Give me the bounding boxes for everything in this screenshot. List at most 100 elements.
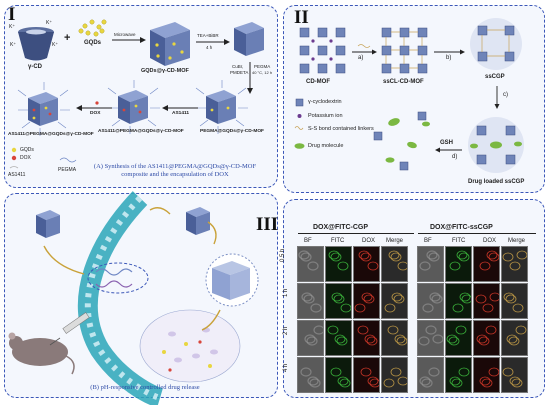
k-ion-label: K⁺ — [52, 42, 58, 48]
final-product-label: AS1411@PEGMA@GQDs@γ-CD-MOF — [8, 132, 94, 137]
legend-dox: DOX — [20, 155, 31, 161]
micrograph-dox-cell — [473, 283, 500, 319]
legend-pegma: PEGMA — [58, 167, 77, 173]
col-header: Merge — [508, 238, 526, 244]
micrograph-fitc-cell — [325, 283, 352, 319]
micrograph-dox-cell — [473, 320, 500, 356]
pmdeta-label: PMDETA — [230, 70, 249, 75]
gqds-mof-label: GQDs@γ-CD-MOF — [141, 68, 189, 74]
step-a-label: a) — [358, 55, 364, 61]
micrograph-merge-cell — [501, 246, 528, 282]
gqds-label: GQDs — [84, 40, 102, 46]
micrograph-bf-cell — [297, 246, 324, 282]
step-c-label: c) — [503, 92, 508, 98]
micrograph-bf-cell — [417, 357, 444, 393]
micrograph-dox-cell — [353, 320, 380, 356]
group-rule-left — [298, 233, 414, 234]
micrograph-merge-cell — [381, 246, 408, 282]
micrograph-merge-cell — [501, 283, 528, 319]
micrograph-fitc-cell — [445, 320, 472, 356]
drug-loaded-label: Drug loaded ssCGP — [468, 179, 525, 185]
panel-label-II: II — [294, 7, 309, 28]
micrograph-dox-cell — [353, 357, 380, 393]
legend-as1411: AS1411 — [8, 172, 26, 178]
k-ion-label: K⁺ — [9, 24, 15, 30]
gamma-cd-label: γ-CD — [28, 64, 43, 70]
micrograph-bf-cell — [297, 320, 324, 356]
plus-sign: + — [64, 32, 71, 44]
sscgp-label: ssCGP — [485, 74, 505, 80]
group-header-cgp: DOX@FITC-CGP — [313, 224, 369, 231]
step-b-label: b) — [446, 55, 452, 61]
legend-potassium: Potassium ion — [308, 113, 343, 119]
step-d-label: d) — [452, 154, 458, 160]
micrograph-merge-cell — [501, 357, 528, 393]
micrograph-merge-cell — [381, 320, 408, 356]
middle-cube — [118, 90, 148, 124]
right-product-label: PEGMA@GQDs@γ-CD-MOF — [200, 129, 264, 134]
dox-step-label: DOX — [90, 111, 101, 116]
micrograph-merge-cell — [381, 283, 408, 319]
gsh-label: GSH — [440, 140, 454, 146]
row-label: 4 h — [283, 363, 289, 372]
micrograph-bf-cell — [297, 357, 324, 393]
row-label: 1 h — [283, 288, 289, 297]
legend-drug: Drug molecule — [308, 143, 344, 149]
legend-ss-linker: S-S bond contained linkers — [308, 126, 374, 132]
micrograph-fitc-cell — [325, 246, 352, 282]
col-header: DOX — [362, 238, 376, 244]
col-header: DOX — [483, 238, 497, 244]
col-header: BF — [304, 238, 312, 244]
micrograph-bf-cell — [417, 320, 444, 356]
gqds-mof-cube — [150, 22, 190, 66]
temp-label: 40 °C, 12 h — [252, 70, 273, 75]
micrograph-dox-cell — [353, 246, 380, 282]
micrograph-bf-cell — [417, 283, 444, 319]
k-ion-label: K⁺ — [10, 42, 16, 48]
final-cube — [28, 92, 58, 126]
col-header: BF — [424, 238, 432, 244]
micrograph-dox-cell — [353, 283, 380, 319]
micrograph-fitc-cell — [325, 320, 352, 356]
cubr-label: CuBr, — [232, 64, 244, 69]
caption-release: (B) pH-responsive controlled drug releas… — [90, 384, 200, 391]
row-label: 0.5 h — [280, 248, 286, 262]
col-header: Merge — [386, 238, 404, 244]
micrograph-fitc-cell — [445, 357, 472, 393]
tea-label: TEA+BiBR — [197, 33, 219, 38]
micrograph-dox-cell — [473, 246, 500, 282]
middle-product-label: AS1411@PEGMA@GQDs@γ-CD-MOF — [98, 129, 184, 134]
micrograph-bf-cell — [297, 283, 324, 319]
panel-label-III: III — [256, 214, 279, 235]
pegma-reagent-label: PEGMA — [254, 64, 271, 69]
legend-gqds: GQDs — [20, 147, 34, 153]
col-header: FITC — [452, 238, 466, 244]
micrograph-fitc-cell — [445, 283, 472, 319]
micrograph-merge-cell — [501, 320, 528, 356]
micrograph-bf-cell — [417, 246, 444, 282]
sscl-label: ssCL-CD-MOF — [383, 79, 424, 85]
time-4h-label: 4 h — [206, 45, 213, 50]
group-header-sscgp: DOX@FITC-ssCGP — [430, 224, 493, 231]
panel-label-I: I — [8, 4, 16, 25]
micrograph-fitc-cell — [445, 246, 472, 282]
caption-synthesis-2: composite and the encapsulation of DOX — [121, 171, 229, 178]
sscgp-cluster — [470, 18, 522, 70]
k-ion-label: K⁺ — [46, 20, 52, 26]
caption-synthesis-1: (A) Synthesis of the AS1411@PEGMA@GQDs@γ… — [93, 163, 257, 170]
drug-loaded-cluster — [468, 117, 524, 173]
as1411-step-label: AS1411 — [172, 111, 190, 116]
group-rule-right — [418, 233, 536, 234]
cd-mof-label: CD-MOF — [306, 79, 330, 85]
legend-cyclodextrin: γ-cyclodextrin — [308, 99, 342, 105]
micrograph-merge-cell — [381, 357, 408, 393]
legend-markers-II — [294, 98, 305, 149]
micrograph-fitc-cell — [325, 357, 352, 393]
col-header: FITC — [331, 238, 345, 244]
row-label: 2 h — [283, 326, 289, 335]
micrograph-dox-cell — [473, 357, 500, 393]
microwave-label: Microwave — [114, 32, 136, 37]
